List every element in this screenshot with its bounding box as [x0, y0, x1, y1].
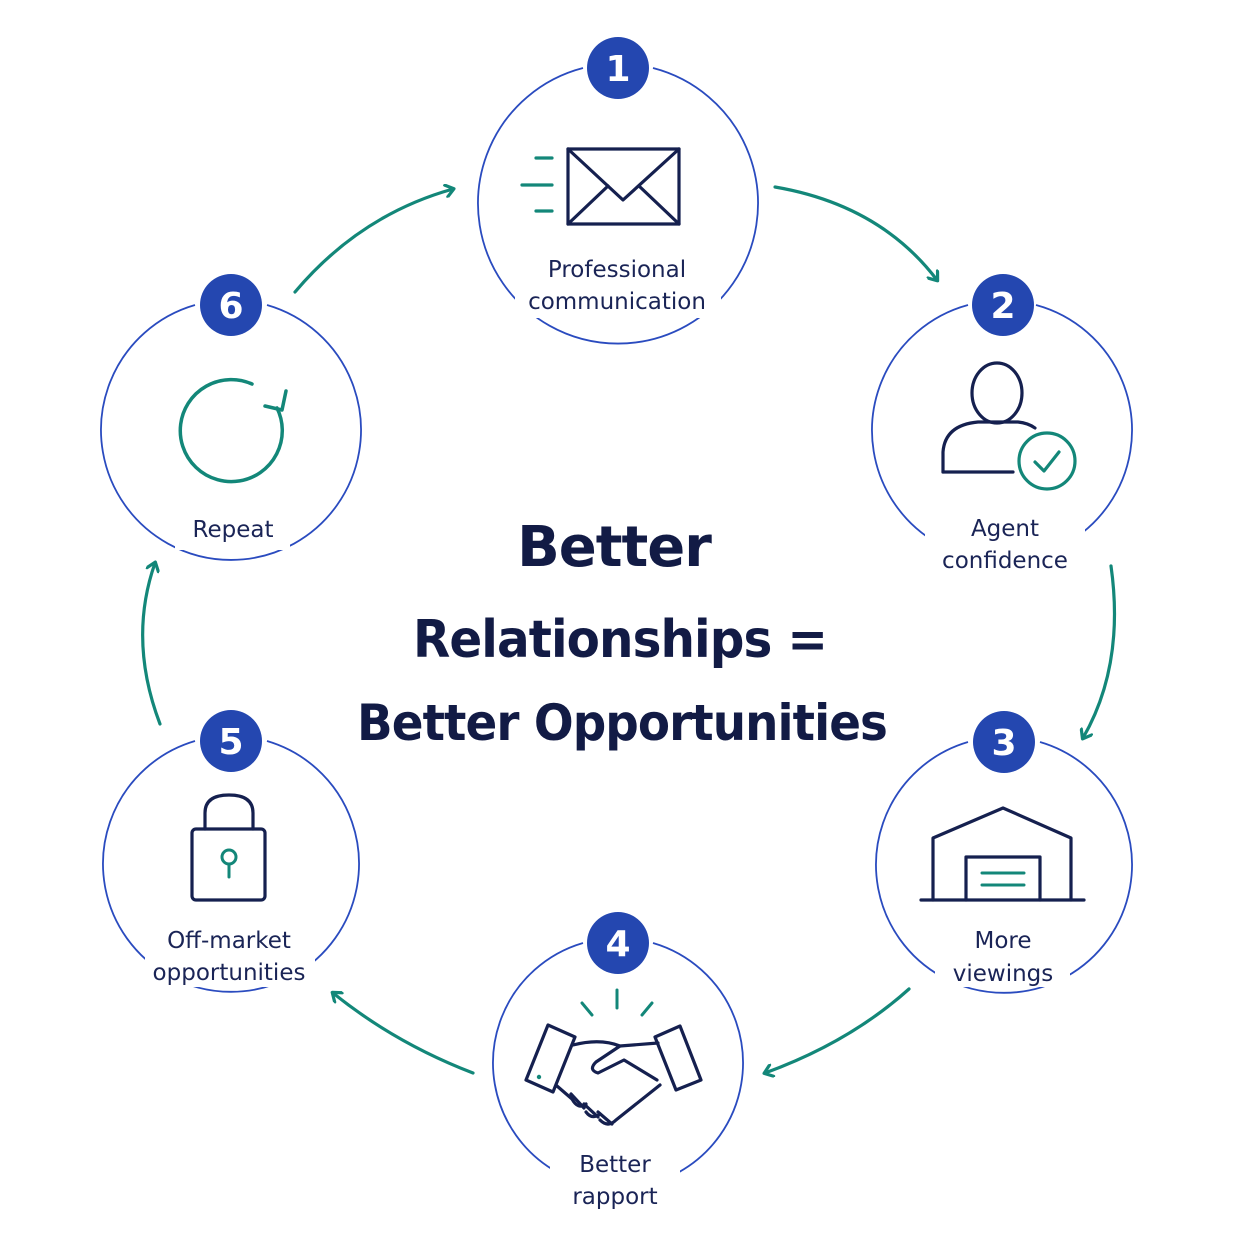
step-badge-1: 1 — [587, 37, 649, 99]
ring-6 — [100, 304, 362, 561]
step-badge-6: 6 — [200, 274, 262, 336]
center-title-line-1: Better — [517, 515, 712, 580]
arrow-5-to-6 — [141, 563, 162, 726]
step-2-label-line-1: Agent — [971, 516, 1039, 542]
step-2-label-line-2: confidence — [942, 548, 1068, 574]
step-5-label-line-2: opportunities — [153, 960, 306, 986]
step-1-label-line-1: Professional — [548, 257, 686, 283]
svg-text:4: 4 — [605, 924, 630, 965]
step-badge-3: 3 — [973, 711, 1035, 773]
cycle-arrows — [141, 185, 1117, 1075]
step-5-label-line-1: Off-market — [167, 928, 291, 954]
handshake-icon — [524, 988, 703, 1126]
step-badge-2: 2 — [972, 274, 1034, 336]
step-1-label-line-2: communication — [528, 289, 706, 315]
center-title-line-3: Better Opportunities — [357, 694, 887, 752]
arrow-1-to-2 — [773, 185, 937, 280]
step-badge-5: 5 — [200, 710, 262, 772]
ring-5 — [102, 740, 360, 993]
ring-3 — [875, 741, 1133, 994]
step-3-label-line-2: viewings — [953, 961, 1054, 987]
step-3-label-line-1: More — [974, 928, 1031, 954]
svg-text:2: 2 — [990, 286, 1015, 327]
ring-1 — [477, 67, 759, 345]
arrow-6-to-1 — [293, 189, 453, 294]
svg-text:1: 1 — [605, 49, 630, 90]
step-4-label-line-2: rapport — [572, 1184, 657, 1210]
envelope-icon — [520, 147, 681, 226]
padlock-icon — [190, 793, 267, 902]
refresh-icon — [178, 377, 288, 484]
center-title-line-2: Relationships = — [413, 610, 827, 670]
user-check-icon — [941, 361, 1077, 491]
step-6-label-line-1: Repeat — [193, 517, 274, 543]
svg-text:3: 3 — [991, 723, 1016, 764]
svg-text:6: 6 — [218, 286, 243, 327]
arrow-2-to-3 — [1083, 564, 1117, 738]
step-rings — [100, 67, 1133, 1189]
warehouse-icon — [919, 806, 1086, 902]
arrow-4-to-5 — [333, 993, 475, 1075]
svg-text:5: 5 — [218, 722, 243, 763]
step-4-label-line-1: Better — [579, 1152, 651, 1178]
arrow-3-to-4 — [765, 987, 911, 1073]
step-badge-4: 4 — [587, 912, 649, 974]
